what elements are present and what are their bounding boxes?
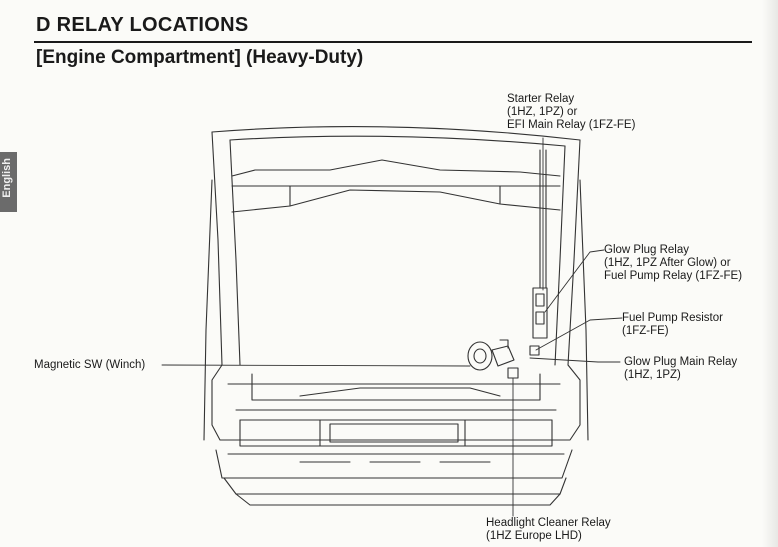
callout-line: (1HZ, 1PZ) [624,369,681,381]
callout-starter-relay: Starter Relay (1HZ, 1PZ) or EFI Main Rel… [507,93,635,132]
callout-line: Glow Plug Main Relay [624,356,738,368]
callout-fuel-pump-resistor: Fuel Pump Resistor (1FZ-FE) [622,312,723,338]
callout-glow-plug-relay: Glow Plug Relay (1HZ, 1PZ After Glow) or… [604,244,742,283]
title-divider [34,41,752,43]
callout-line: Fuel Pump Resistor [622,312,723,324]
page-edge-shadow [762,0,778,547]
page-subtitle: [Engine Compartment] (Heavy-Duty) [36,47,364,68]
callout-line: EFI Main Relay (1FZ-FE) [507,119,636,131]
relay-block [508,150,547,378]
grille-outline [228,374,560,446]
callout-line: Glow Plug Relay [604,244,690,256]
callout-line: (1HZ Europe LHD) [486,530,582,542]
fender-outline [204,180,588,440]
callout-glow-plug-main-relay: Glow Plug Main Relay (1HZ, 1PZ) [624,356,737,382]
callout-line: (1HZ, 1PZ) or [507,106,578,118]
callout-magnetic-sw: Magnetic SW (Winch) [34,359,145,372]
callout-line: Magnetic SW (Winch) [34,359,146,371]
language-tab: English [0,152,17,212]
callout-line: (1HZ, 1PZ After Glow) or [604,257,731,269]
callout-line: (1FZ-FE) [622,325,669,337]
section-title: D RELAY LOCATIONS [36,14,249,36]
callout-leaders [162,138,622,516]
bumper-outline [216,450,572,505]
callout-line: Fuel Pump Relay (1FZ-FE) [604,270,743,282]
winch-switch [468,340,514,370]
callout-line: Starter Relay [507,93,575,105]
hood-outline [212,127,580,365]
callout-line: Headlight Cleaner Relay [486,517,611,529]
callout-headlight-cleaner-relay: Headlight Cleaner Relay (1HZ Europe LHD) [486,517,611,543]
